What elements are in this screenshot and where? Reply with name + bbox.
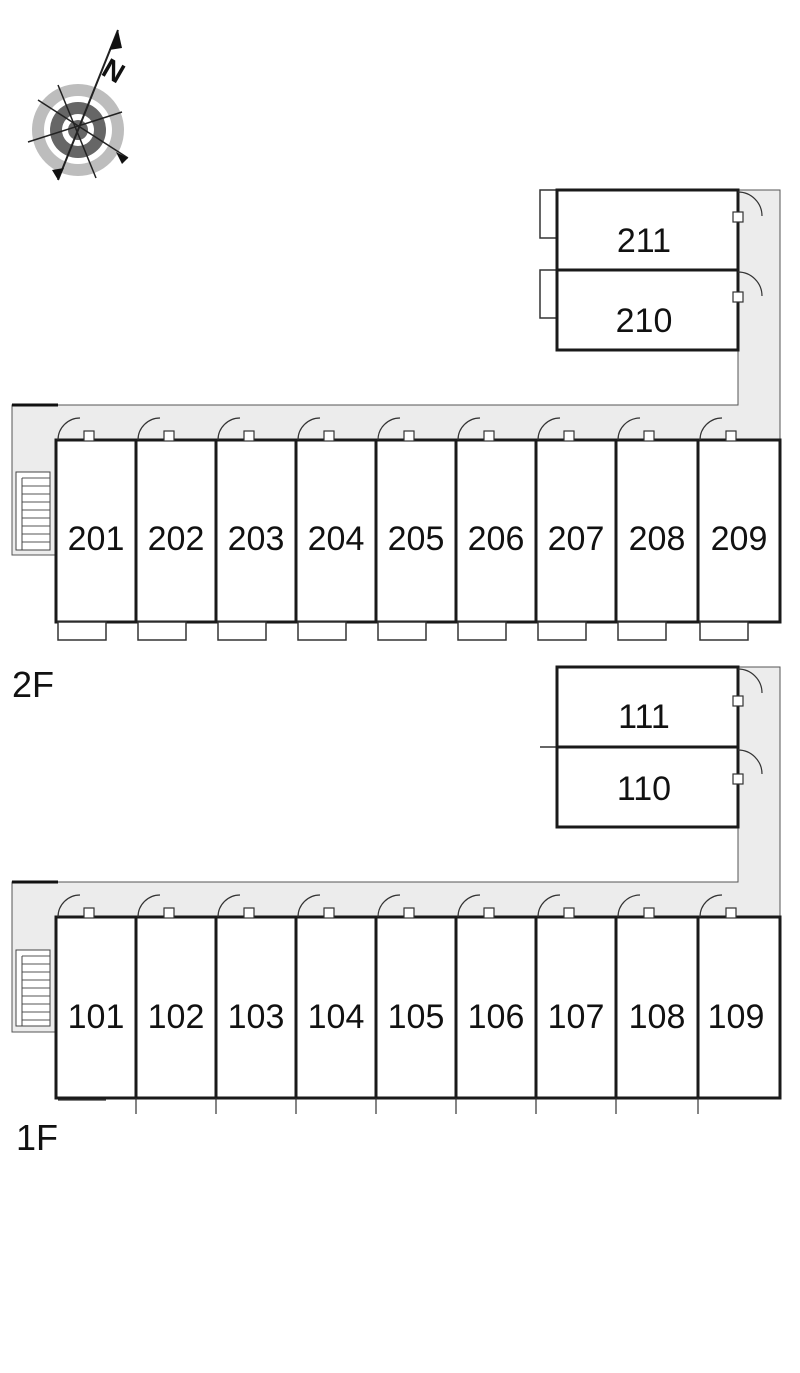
unit-202 (134, 438, 218, 624)
unit-label: 204 (308, 520, 365, 558)
unit-109 (696, 915, 782, 1100)
unit-201 (54, 438, 138, 624)
unit-label: 108 (629, 998, 686, 1036)
unit-label: 103 (228, 998, 285, 1036)
annex-units-1f: 111 110 (540, 665, 763, 829)
unit-label: 102 (148, 998, 205, 1036)
unit-label: 111 (618, 698, 670, 736)
unit-210 (555, 268, 740, 352)
floor-1f: 111 110 101 102 (11, 665, 782, 1158)
floor-label-2f: 2F (12, 664, 54, 705)
floor-label-1f: 1F (16, 1117, 58, 1158)
floor-2f: 211 210 201 202 (11, 188, 782, 705)
unit-208 (614, 438, 700, 624)
annex-units-2f: 211 210 (539, 188, 763, 352)
unit-101 (54, 915, 138, 1100)
unit-label: 105 (388, 998, 445, 1036)
unit-label: 208 (629, 520, 686, 558)
unit-label: 203 (228, 520, 285, 558)
unit-211 (555, 188, 740, 272)
unit-label: 210 (616, 302, 673, 340)
unit-104 (294, 915, 378, 1100)
unit-label: 201 (68, 520, 125, 558)
main-units-2f: 201 202 203 204 (54, 417, 782, 641)
unit-102 (134, 915, 218, 1100)
unit-205 (374, 438, 458, 624)
staircase-2f (15, 471, 51, 551)
unit-label: 106 (468, 998, 525, 1036)
unit-label: 206 (468, 520, 525, 558)
unit-label: 109 (708, 998, 765, 1036)
unit-label: 101 (68, 998, 125, 1036)
unit-label: 110 (617, 770, 671, 808)
unit-label: 209 (711, 520, 768, 558)
staircase-1f (15, 949, 51, 1027)
unit-110 (555, 745, 740, 829)
unit-111 (555, 665, 740, 749)
main-units-1f: 101 102 103 104 (54, 894, 782, 1114)
unit-108 (614, 915, 700, 1100)
unit-label: 211 (617, 222, 671, 260)
unit-209 (696, 438, 782, 624)
unit-label: 205 (388, 520, 445, 558)
unit-label: 107 (548, 998, 605, 1036)
compass-rose-icon: N (27, 29, 130, 181)
unit-label: 207 (548, 520, 605, 558)
unit-105 (374, 915, 458, 1100)
unit-label: 202 (148, 520, 205, 558)
unit-103 (214, 915, 298, 1100)
compass-north-label: N (97, 52, 130, 89)
unit-label: 104 (308, 998, 365, 1036)
